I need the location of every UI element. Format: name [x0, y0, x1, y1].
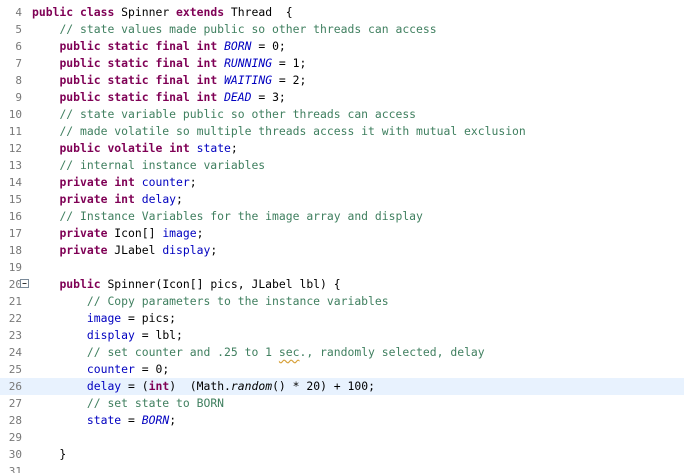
line-number: 15 [8, 193, 22, 206]
code-text[interactable]: state = BORN; [86, 413, 177, 427]
line-number: 6 [15, 40, 22, 53]
code-text[interactable]: // made volatile so multiple threads acc… [59, 124, 526, 138]
line-number: 10 [8, 108, 22, 121]
line-number: 25 [8, 363, 22, 376]
line-number: 24 [8, 346, 22, 359]
line-number: 18 [8, 244, 22, 257]
code-line[interactable]: 30 } [0, 446, 684, 463]
line-number: 29 [8, 431, 22, 444]
code-line[interactable]: 11 // made volatile so multiple threads … [0, 123, 684, 140]
collapse-icon[interactable] [20, 279, 29, 288]
code-text[interactable]: // set state to BORN [86, 396, 225, 410]
line-number: 4 [15, 6, 22, 19]
code-line[interactable]: 31 [0, 463, 684, 473]
code-line[interactable]: 15 private int delay; [0, 191, 684, 208]
line-number: 19 [8, 261, 22, 274]
line-number: 21 [8, 295, 22, 308]
line-number: 12 [8, 142, 22, 155]
code-line[interactable]: 22 image = pics; [0, 310, 684, 327]
line-number: 31 [8, 465, 22, 473]
line-number: 13 [8, 159, 22, 172]
code-line[interactable]: 5 // state values made public so other t… [0, 21, 684, 38]
code-line[interactable]: 23 display = lbl; [0, 327, 684, 344]
code-text[interactable]: private JLabel display; [59, 243, 218, 257]
code-line[interactable]: 25 counter = 0; [0, 361, 684, 378]
line-number: 5 [15, 23, 22, 36]
line-number: 16 [8, 210, 22, 223]
code-text[interactable]: // state variable public so other thread… [59, 107, 417, 121]
code-line[interactable]: 16 // Instance Variables for the image a… [0, 208, 684, 225]
code-text[interactable]: } [32, 447, 67, 461]
code-line[interactable]: 6 public static final int BORN = 0; [0, 38, 684, 55]
code-line[interactable]: 29 [0, 429, 684, 446]
code-text[interactable]: counter = 0; [86, 362, 170, 376]
code-text[interactable]: // Instance Variables for the image arra… [59, 209, 423, 223]
line-number: 17 [8, 227, 22, 240]
code-text[interactable]: public static final int WAITING = 2; [59, 73, 307, 87]
code-line[interactable]: 13 // internal instance variables [0, 157, 684, 174]
line-number: 30 [8, 448, 22, 461]
code-text[interactable]: private int delay; [59, 192, 183, 206]
line-number: 23 [8, 329, 22, 342]
code-text[interactable]: public static final int BORN = 0; [59, 39, 286, 53]
code-text[interactable]: private int counter; [59, 175, 197, 189]
code-line[interactable]: 21 // Copy parameters to the instance va… [0, 293, 684, 310]
code-text[interactable]: image = pics; [86, 311, 177, 325]
code-text[interactable]: public Spinner(Icon[] pics, JLabel lbl) … [59, 277, 341, 291]
code-text[interactable]: // set counter and .25 to 1 sec., random… [86, 345, 485, 359]
code-text[interactable]: public static final int RUNNING = 1; [59, 56, 307, 70]
code-line[interactable]: 17 private Icon[] image; [0, 225, 684, 242]
code-text[interactable]: // internal instance variables [59, 158, 266, 172]
code-text[interactable]: // state values made public so other thr… [59, 22, 437, 36]
code-line[interactable]: 10 // state variable public so other thr… [0, 106, 684, 123]
code-text[interactable]: public volatile int state; [59, 141, 238, 155]
line-number: 27 [8, 397, 22, 410]
line-number: 22 [8, 312, 22, 325]
code-line[interactable]: 28 state = BORN; [0, 412, 684, 429]
code-line[interactable]: 26 delay = (int) (Math.random() * 20) + … [0, 378, 684, 395]
code-line[interactable]: 27 // set state to BORN [0, 395, 684, 412]
code-line[interactable]: 8 public static final int WAITING = 2; [0, 72, 684, 89]
line-number: 9 [15, 91, 22, 104]
line-number: 28 [8, 414, 22, 427]
code-text[interactable]: // Copy parameters to the instance varia… [86, 294, 389, 308]
line-number: 7 [15, 57, 22, 70]
code-line[interactable]: 20 public Spinner(Icon[] pics, JLabel lb… [0, 276, 684, 293]
code-line[interactable]: 4 public class Spinner extends Thread { [0, 4, 684, 21]
code-text[interactable]: private Icon[] image; [59, 226, 204, 240]
code-line[interactable]: 9 public static final int DEAD = 3; [0, 89, 684, 106]
code-line[interactable]: 7 public static final int RUNNING = 1; [0, 55, 684, 72]
code-text[interactable]: display = lbl; [86, 328, 183, 342]
line-number: 8 [15, 74, 22, 87]
line-number: 20 [8, 278, 22, 291]
code-line[interactable]: 19 [0, 259, 684, 276]
code-line[interactable]: 14 private int counter; [0, 174, 684, 191]
code-line[interactable]: 12 public volatile int state; [0, 140, 684, 157]
code-line[interactable]: 24 // set counter and .25 to 1 sec., ran… [0, 344, 684, 361]
code-line[interactable]: 18 private JLabel display; [0, 242, 684, 259]
code-text[interactable]: delay = (int) (Math.random() * 20) + 100… [86, 379, 375, 393]
code-text[interactable]: public class Spinner extends Thread { [32, 5, 293, 19]
line-number: 26 [8, 380, 22, 393]
line-number: 14 [8, 176, 22, 189]
code-text[interactable]: public static final int DEAD = 3; [59, 90, 286, 104]
line-number: 11 [8, 125, 22, 138]
